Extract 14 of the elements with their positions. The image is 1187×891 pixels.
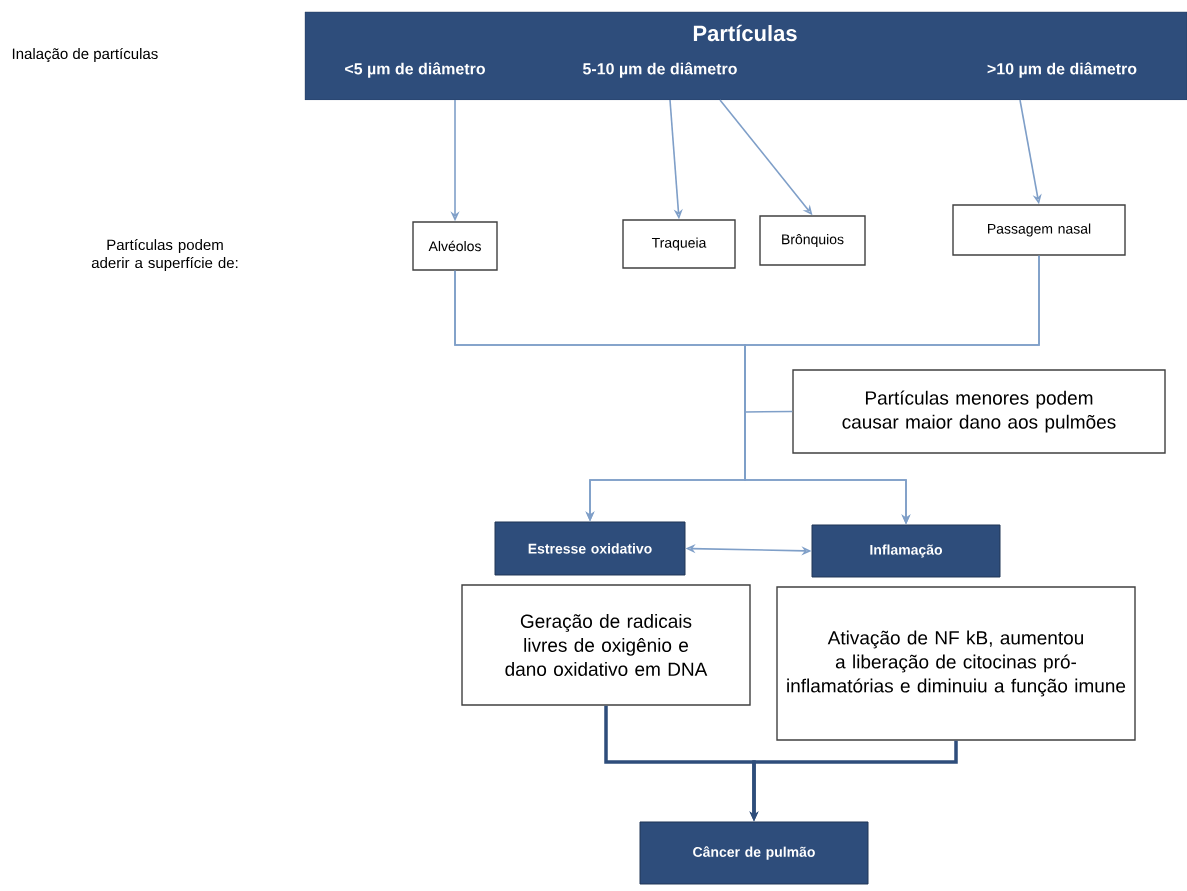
location-box: Passagem nasal — [952, 204, 1126, 256]
location-box: Traqueia — [622, 219, 736, 269]
process-box: Câncer de pulmão — [639, 821, 869, 885]
location-box: Alvéolos — [412, 221, 498, 271]
header-box: Partículas <5 µm de diâmetro 5-10 µm de diâmetro >10 µm de diâmetro — [304, 11, 1187, 101]
note-box: Partículas menores podem causar maior dano aos pulmões — [792, 369, 1166, 454]
process-box: Estresse oxidativo — [494, 521, 686, 576]
side-label: Inalação de partículas — [12, 47, 158, 63]
leader-line — [744, 410, 794, 413]
note-box: Geração de radicais livres de oxigênio e dano oxidativo em DNA — [461, 584, 751, 706]
note-box: Ativação de NF kB, aumentou a liberação de citocinas pró-inflamatórias e diminuiu a função imune — [776, 586, 1136, 741]
process-box: Inflamação — [811, 524, 1001, 578]
location-box: Brônquios — [759, 215, 866, 266]
side-label: Partículas podem aderir a superfície de: — [91, 238, 238, 272]
